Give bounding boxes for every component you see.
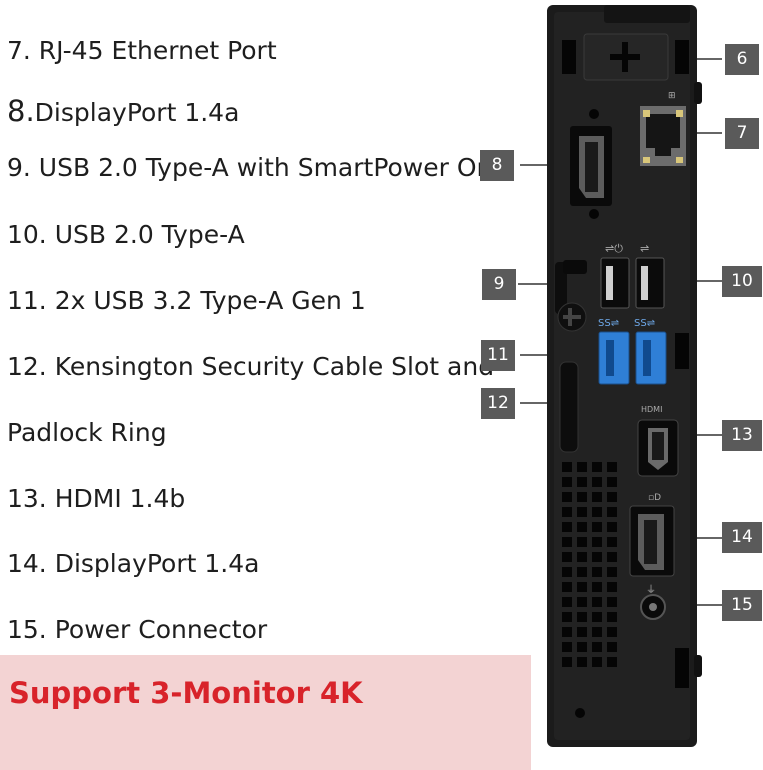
spec-item-7: 7. RJ-45 Ethernet Port: [7, 36, 277, 65]
vent-hole: [577, 642, 587, 652]
vent-hole: [592, 612, 602, 622]
vent-hole: [607, 507, 617, 517]
vent-hole: [592, 597, 602, 607]
displayport-top-icon: [570, 126, 612, 206]
vent-hole: [577, 612, 587, 622]
vent-hole: [592, 537, 602, 547]
vent-hole: [607, 582, 617, 592]
spec-item-9: 9. USB 2.0 Type-A with SmartPower On: [7, 153, 493, 182]
usb3-icon-2: SS⇌: [634, 318, 655, 329]
vent-hole: [562, 522, 572, 532]
vent-hole: [562, 612, 572, 622]
vent-hole: [562, 657, 572, 667]
ethernet-port-icon: [640, 106, 686, 166]
vent-hole: [592, 477, 602, 487]
usb-power-icon: ⇌⏻: [605, 242, 623, 255]
hdmi-port-icon: [637, 419, 679, 477]
vent-hole: [592, 582, 602, 592]
padlock-ring-icon: [555, 260, 587, 453]
vent-hole: [577, 627, 587, 637]
displayport-bottom-icon: [629, 505, 675, 577]
vent-hole: [592, 507, 602, 517]
vent-hole: [562, 537, 572, 547]
vent-hole: [607, 567, 617, 577]
plus-icon: [610, 42, 640, 72]
vent-hole: [607, 612, 617, 622]
vent-hole: [607, 492, 617, 502]
vent-hole: [592, 552, 602, 562]
usb2-ports: [600, 257, 665, 309]
vent-hole: [607, 462, 617, 472]
vent-hole: [562, 597, 572, 607]
vent-hole: [607, 537, 617, 547]
callout-15: 15: [722, 590, 762, 621]
vent-hole: [577, 537, 587, 547]
spec-item-15: 15. Power Connector: [7, 615, 268, 644]
promo-banner-text: Support 3-Monitor 4K: [9, 676, 363, 710]
vent-hole: [607, 552, 617, 562]
vent-hole: [562, 552, 572, 562]
callout-12: 12: [481, 388, 515, 419]
usb3-icon: SS⇌: [598, 318, 619, 329]
vent-hole: [562, 642, 572, 652]
vent-hole: [577, 582, 587, 592]
callout-14: 14: [722, 522, 762, 553]
callout-13: 13: [722, 420, 762, 451]
vent-hole: [562, 492, 572, 502]
vent-hole: [592, 657, 602, 667]
spec-item-8: 8.DisplayPort 1.4a: [7, 94, 240, 128]
callout-9: 9: [482, 269, 516, 300]
callout-7: 7: [725, 118, 759, 149]
vent-hole: [562, 567, 572, 577]
vent-hole: [577, 492, 587, 502]
vent-hole: [577, 462, 587, 472]
vent-hole: [592, 522, 602, 532]
vent-hole: [607, 597, 617, 607]
displayport-icon: ▫D: [648, 493, 661, 503]
vent-hole: [592, 642, 602, 652]
vent-hole: [562, 627, 572, 637]
vent-hole: [607, 642, 617, 652]
vent-hole: [577, 477, 587, 487]
vent-hole: [577, 522, 587, 532]
vent-hole: [562, 462, 572, 472]
power-plug-icon: ⏚: [646, 584, 656, 596]
vent-hole: [607, 477, 617, 487]
vent-hole: [577, 597, 587, 607]
callout-6: 6: [725, 44, 759, 75]
vent-hole: [562, 477, 572, 487]
vent-hole: [592, 492, 602, 502]
usb3-ports: [598, 331, 667, 385]
vent-hole: [592, 627, 602, 637]
hdmi-icon: HDMI: [641, 405, 662, 414]
spec-item-11: 11. 2x USB 3.2 Type-A Gen 1: [7, 286, 366, 315]
callout-10: 10: [722, 266, 762, 297]
vent-hole: [577, 657, 587, 667]
spec-item-10: 10. USB 2.0 Type-A: [7, 220, 245, 249]
vent-hole: [607, 522, 617, 532]
network-icon: ⊞: [668, 91, 676, 101]
vent-hole: [577, 507, 587, 517]
power-connector-icon: [640, 594, 666, 620]
vent-hole: [607, 657, 617, 667]
vent-hole: [607, 627, 617, 637]
callout-11: 11: [481, 340, 515, 371]
vent-grille: [562, 462, 617, 667]
promo-banner: [0, 655, 531, 770]
spec-item-12: 12. Kensington Security Cable Slot and: [7, 352, 495, 381]
usb-icon: ⇌: [640, 242, 649, 255]
callout-8: 8: [480, 150, 514, 181]
vent-hole: [577, 552, 587, 562]
spec-item-12-continued: Padlock Ring: [7, 418, 167, 447]
vent-hole: [577, 567, 587, 577]
vent-hole: [592, 567, 602, 577]
vent-hole: [562, 582, 572, 592]
spec-item-14: 14. DisplayPort 1.4a: [7, 549, 260, 578]
spec-item-13: 13. HDMI 1.4b: [7, 484, 186, 513]
vent-hole: [562, 507, 572, 517]
vent-hole: [592, 462, 602, 472]
